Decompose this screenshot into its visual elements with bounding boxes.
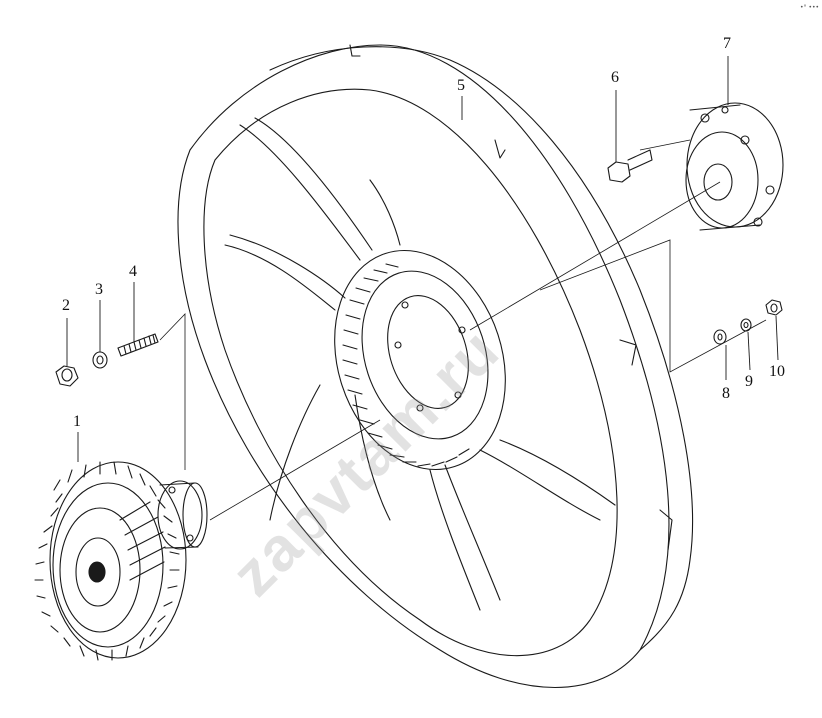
- nut: [55, 365, 79, 387]
- callout-5: 5: [457, 77, 465, 94]
- callout-9: 9: [745, 373, 753, 390]
- washer: [92, 351, 108, 369]
- hex-nut: [765, 299, 783, 316]
- fan-clutch: [34, 461, 208, 661]
- callout-6: 6: [611, 69, 619, 86]
- callout-3: 3: [95, 281, 103, 298]
- fan-hub: [334, 249, 506, 471]
- bolt: [607, 149, 653, 183]
- callout-1: 1: [73, 413, 81, 430]
- fan-shroud: [177, 44, 694, 689]
- callout-8: 8: [722, 385, 730, 402]
- leader-lines: [66, 56, 779, 462]
- stud-bolt: [117, 333, 159, 357]
- assembly-lines: [159, 139, 767, 521]
- callout-2: 2: [62, 297, 70, 314]
- callout-4: 4: [129, 263, 137, 280]
- corner-mark: •° •••: [800, 4, 820, 11]
- callout-10: 10: [769, 363, 785, 380]
- fan-blades: [224, 117, 616, 611]
- callout-7: 7: [723, 35, 731, 52]
- flange: [685, 102, 784, 231]
- flat-washer: [713, 329, 727, 345]
